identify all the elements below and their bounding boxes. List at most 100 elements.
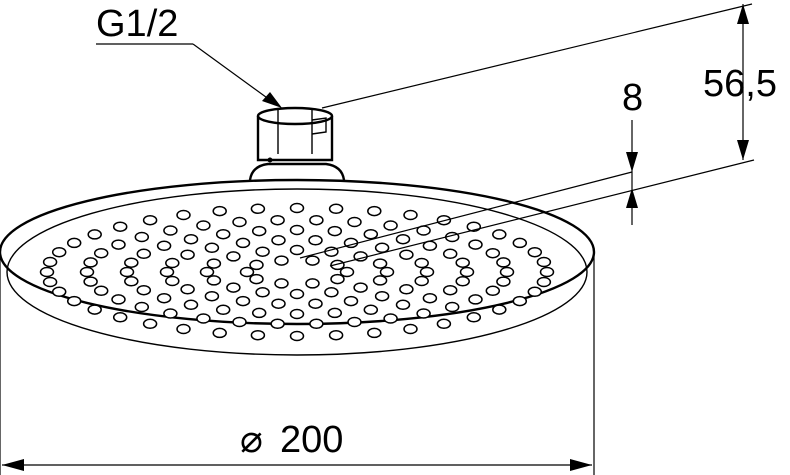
nozzle [255, 287, 270, 298]
nozzle [414, 275, 429, 287]
nozzle [455, 257, 470, 268]
nozzle [455, 276, 470, 287]
nozzle [83, 257, 98, 268]
thread-label: G1/2 [96, 3, 178, 45]
nozzle [249, 259, 264, 271]
nozzle [142, 214, 158, 226]
height-label: 56,5 [703, 63, 777, 105]
nozzle [289, 288, 305, 300]
nozzle [367, 327, 382, 339]
nozzle [499, 266, 515, 278]
nozzle [309, 214, 324, 226]
nozzle [183, 233, 199, 245]
nozzle [156, 292, 172, 304]
nozzle [289, 330, 305, 342]
nozzle [93, 285, 109, 297]
nozzle [196, 220, 211, 231]
nozzle [328, 329, 344, 341]
thickness-dimension [626, 120, 638, 225]
nozzle [289, 202, 305, 214]
shower-plate [0, 178, 596, 475]
nozzle [372, 275, 388, 286]
nozzle [206, 258, 222, 269]
nozzle [250, 203, 266, 215]
nozzle [363, 304, 379, 316]
nozzle [305, 278, 320, 289]
nozzle [165, 275, 180, 287]
nozzle [379, 266, 395, 278]
nozzle [51, 246, 67, 258]
nozzle [468, 239, 483, 250]
nozzle [305, 255, 320, 266]
nozzle [442, 284, 458, 296]
nozzle [339, 266, 355, 278]
nozzle [419, 266, 435, 278]
nozzle [112, 312, 128, 323]
nozzle [274, 255, 289, 266]
nozzle [536, 256, 552, 268]
nozzle [250, 329, 266, 341]
nozzle [51, 286, 67, 298]
nozzle [39, 266, 55, 278]
nozzle [42, 276, 58, 288]
nozzle [367, 205, 382, 217]
nozzle [163, 308, 178, 319]
nozzle [212, 327, 227, 339]
nozzle [180, 249, 195, 260]
nozzle [459, 266, 475, 278]
nozzle [512, 237, 528, 249]
nozzle [308, 298, 323, 309]
nozzle [163, 225, 178, 236]
nozzle [79, 266, 95, 278]
nozzle [124, 257, 139, 268]
nozzle [324, 287, 339, 298]
nozzle [232, 216, 247, 228]
nozzle [468, 294, 483, 305]
nozzle [134, 231, 150, 243]
nozzle [136, 248, 152, 260]
nozzle [343, 295, 359, 307]
nozzle [289, 308, 305, 320]
nozzle [436, 318, 452, 330]
nozzle [512, 295, 528, 307]
nozzle [330, 273, 345, 285]
nozzle [165, 257, 180, 269]
nozzle [496, 276, 511, 287]
nozzle [215, 304, 231, 316]
nozzle [87, 304, 102, 315]
nozzle [183, 299, 199, 311]
nozzle [383, 313, 398, 324]
nozzle [414, 257, 429, 269]
nozzle [239, 266, 255, 278]
nozzle [111, 294, 126, 305]
nozzle [485, 247, 501, 259]
nozzle-pattern [39, 202, 555, 342]
nozzle [496, 257, 511, 268]
connector-fitting [248, 106, 346, 181]
nozzle [353, 282, 368, 293]
nozzle [383, 220, 398, 231]
nozzle [226, 251, 241, 262]
nozzle [235, 237, 251, 249]
nozzle [416, 308, 431, 319]
nozzle [112, 221, 128, 232]
nozzle [176, 209, 191, 221]
nozzle [527, 246, 543, 258]
nozzle [215, 228, 231, 240]
nozzle [527, 286, 543, 298]
nozzle [399, 284, 414, 295]
nozzle [270, 214, 285, 226]
nozzle [176, 323, 191, 335]
nozzle [206, 275, 222, 286]
nozzle [395, 299, 411, 311]
nozzle [111, 239, 126, 250]
nozzle [196, 313, 211, 324]
nozzle [134, 301, 150, 313]
nozzle [395, 233, 411, 245]
nozzle [372, 258, 388, 269]
nozzle [180, 284, 195, 295]
height-dimension [737, 4, 749, 160]
nozzle [271, 298, 286, 309]
extension-lines [299, 3, 755, 267]
nozzle [422, 292, 438, 304]
